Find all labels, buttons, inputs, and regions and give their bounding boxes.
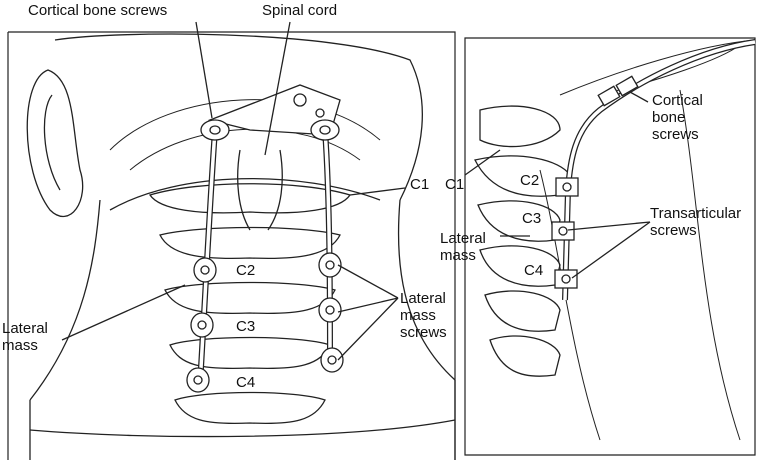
label-c1: C1 — [410, 176, 430, 193]
label-transarticular-screws: Transarticular screws — [650, 205, 741, 239]
posterior-view — [7, 21, 456, 460]
label-line: mass — [440, 247, 476, 264]
label-line: Cortical — [652, 92, 703, 109]
label-cortical-bone-screws: Cortical bone screws — [28, 2, 168, 19]
label-lateral-mass: Lateral mass — [2, 320, 48, 354]
label-line: Transarticular — [650, 205, 742, 222]
label-cortical-bone-screws-lateral: Cortical bone screws — [652, 92, 703, 143]
label-line: screws — [400, 324, 447, 341]
label-line: mass — [2, 337, 38, 354]
label-line: screws — [650, 222, 697, 239]
lateral-view — [464, 37, 756, 456]
label-c1-lateral: C1 — [445, 176, 465, 193]
label-spinal-cord: Spinal cord — [262, 2, 338, 19]
label-line: Lateral — [400, 290, 446, 307]
label-line: Lateral — [440, 230, 486, 247]
label-c3: C3 — [236, 318, 256, 335]
label-c4: C4 — [236, 374, 256, 391]
label-line: bone — [652, 109, 686, 126]
label-line: Lateral — [2, 320, 48, 337]
label-lateral-mass-lateral: Lateral mass — [440, 230, 486, 264]
label-c2-lateral: C2 — [520, 172, 540, 189]
label-c2: C2 — [236, 262, 256, 279]
label-c4-lateral: C4 — [524, 262, 544, 279]
label-lateral-mass-screws: Lateral mass screws — [400, 290, 447, 341]
label-c3-lateral: C3 — [522, 210, 542, 227]
label-line: mass — [400, 307, 436, 324]
label-line: screws — [652, 126, 699, 143]
